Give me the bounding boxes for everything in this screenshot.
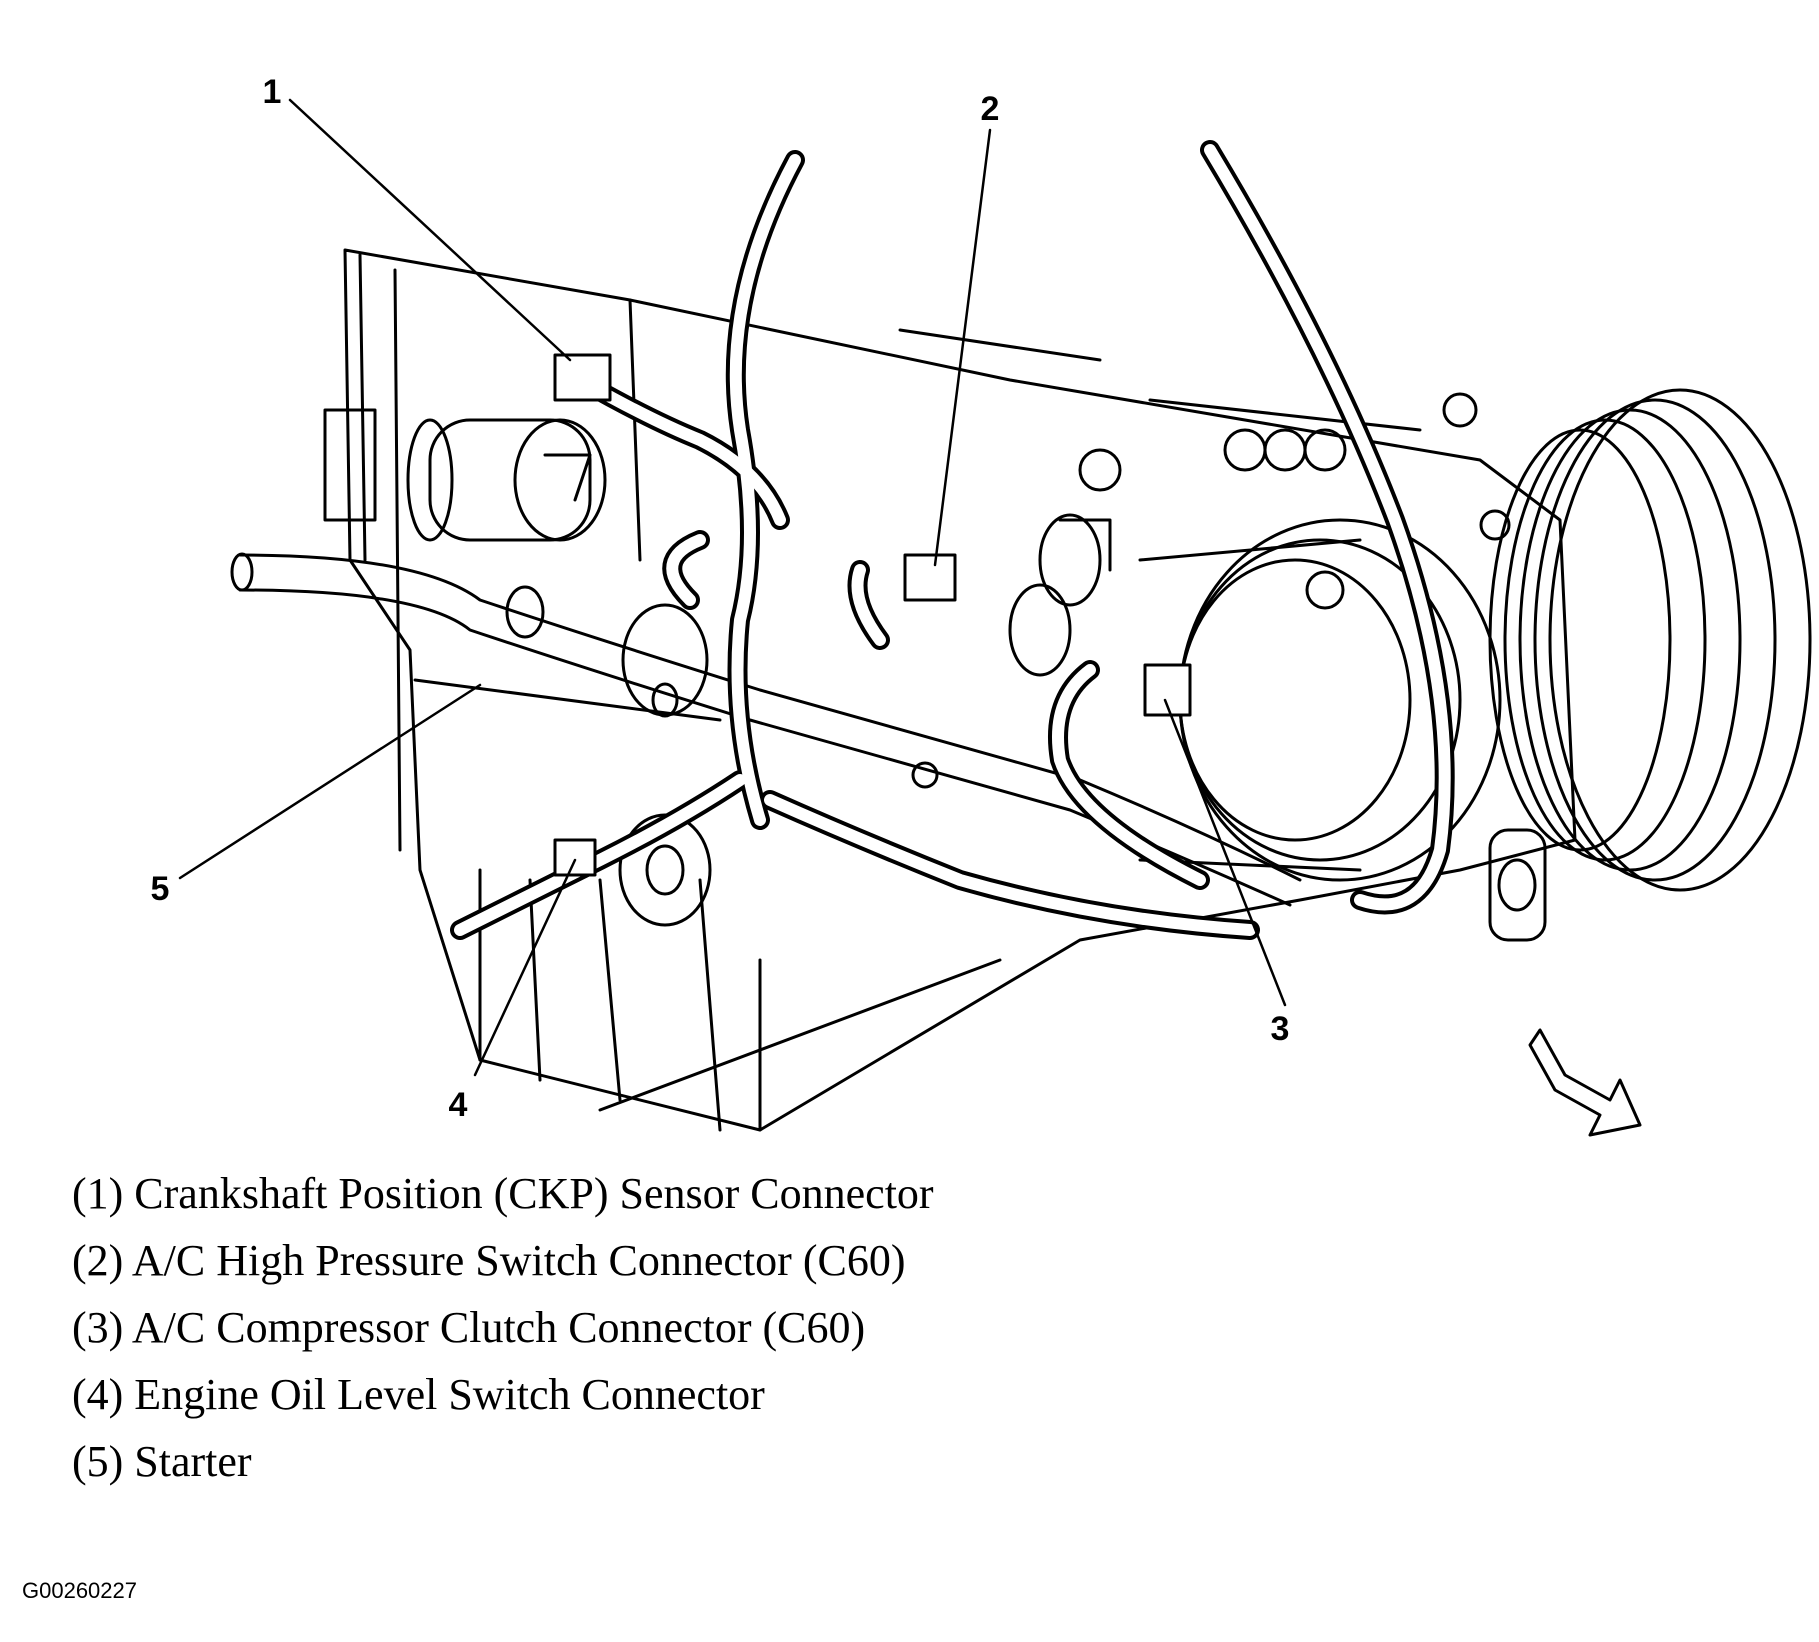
orientation-arrow-icon [1528,1028,1642,1137]
legend-item: (5) Starter [72,1437,252,1486]
callout-3: 3 [1271,1010,1290,1048]
ac-compressor-clutch-connector [1143,663,1192,717]
legend-item: (3) A/C Compressor Clutch Connector (C60… [72,1303,866,1352]
legend-item: (1) Crankshaft Position (CKP) Sensor Con… [72,1169,934,1218]
callout-5: 5 [151,870,170,908]
engine-block [343,248,1577,1132]
starter-motor [323,408,709,718]
legend: (1) Crankshaft Position (CKP) Sensor Con… [72,1160,934,1495]
ac-high-pressure-switch-connector [903,553,957,602]
wiring-harness-core [454,144,1451,936]
callout-1: 1 [263,73,282,111]
leader-lines [178,98,1287,1077]
oil-level-switch-connector [553,838,597,877]
tubes [230,552,1302,907]
wiring-harness [450,140,1455,940]
pulley [1488,388,1812,892]
engine-hardware [618,392,1511,927]
callout-2: 2 [981,90,1000,128]
callout-4: 4 [449,1086,468,1124]
figure-id: G00260227 [22,1578,137,1603]
legend-item: (4) Engine Oil Level Switch Connector [72,1370,765,1419]
ckp-sensor-connector [553,353,612,402]
legend-item: (2) A/C High Pressure Switch Connector (… [72,1236,906,1285]
